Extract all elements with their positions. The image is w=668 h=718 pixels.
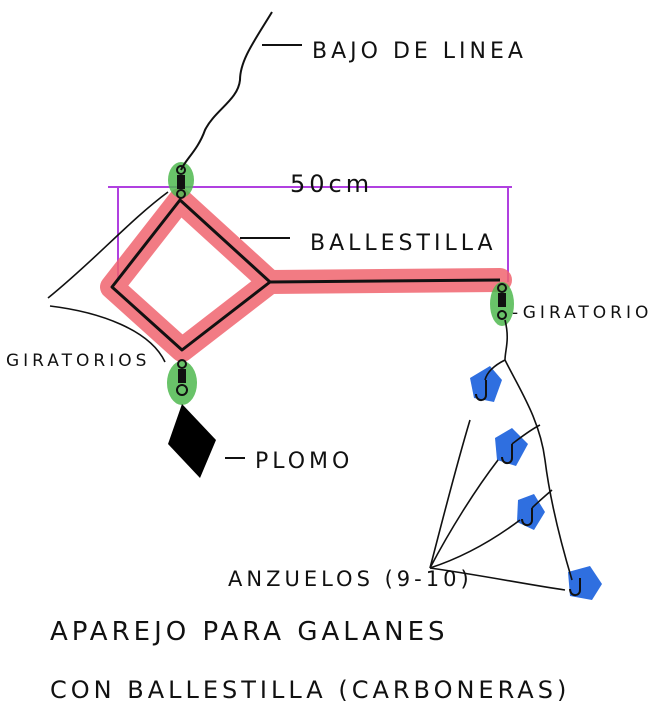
hook-highlights [470,366,602,600]
sinker-icon [168,404,216,478]
label-pointers [240,44,302,239]
hook-icons [475,380,581,597]
title-line-1: APAREJO PARA GALANES [50,617,449,647]
sinker-label: PLOMO [255,449,353,474]
title-line-2: CON BALLESTILLA (CARBONERAS) [50,676,570,704]
leader-label: BAJO DE LINEA [312,39,527,64]
spreader-highlight [100,188,512,362]
snood-lines [429,319,573,591]
spreader-lines [110,198,501,352]
swivel-icons [176,165,507,396]
width-label: 50cm [290,170,373,198]
spreader-label: BALLESTILLA [310,231,497,256]
swivel-right-label: -GIRATORIO [512,303,652,323]
sketch-lines [47,191,169,363]
hooks-label: ANZUELOS (9-10) [228,567,473,591]
leader-line [180,11,273,171]
swivels-left-label: GIRATORIOS [6,351,150,371]
